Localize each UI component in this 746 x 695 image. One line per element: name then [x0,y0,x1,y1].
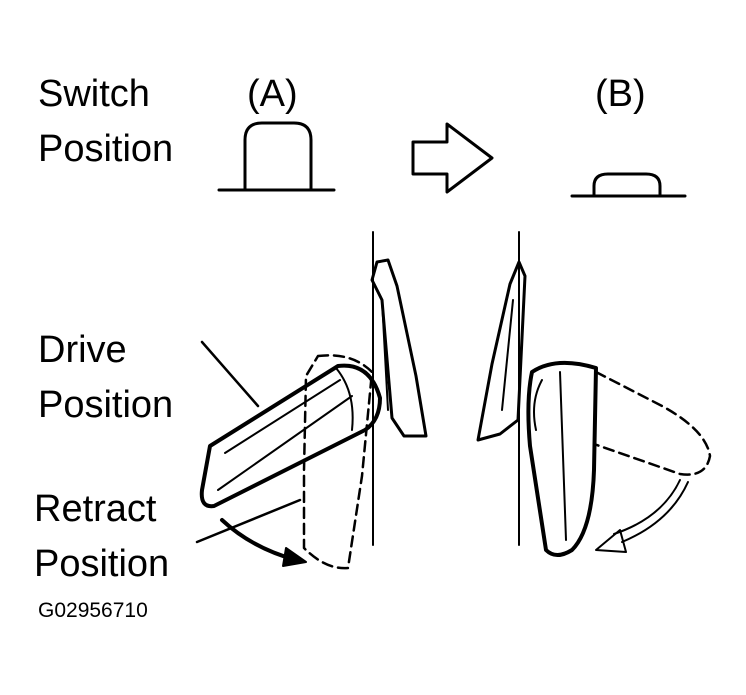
figure-code: G02956710 [38,599,148,622]
state-b-label: (B) [595,73,646,115]
switch-b-lowered [570,172,687,198]
retract-direction-arrow [220,518,307,567]
mirror-left-assembly [199,231,428,570]
state-a-label: (A) [247,73,298,115]
retract-leader-line [195,498,302,544]
drive-position-label: Drive Position [38,329,174,427]
switch-position-label: Switch Position [38,73,174,171]
drive-leader-line [200,340,260,408]
mirror-right-assembly [476,231,712,557]
retract-position-label: Retract Position [34,488,170,586]
transition-arrow [411,122,494,194]
switch-a-raised [217,121,336,192]
